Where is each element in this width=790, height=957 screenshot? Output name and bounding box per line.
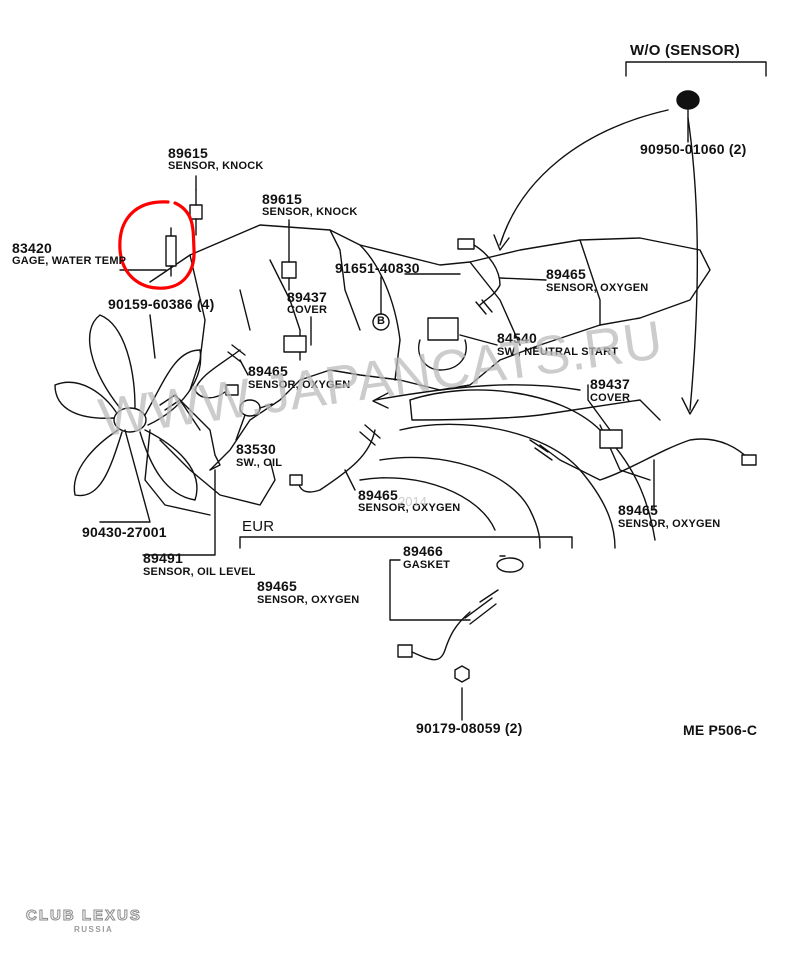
cover-right-desc: COVER xyxy=(590,392,631,404)
arrow-right xyxy=(687,117,698,411)
oxy-eur-number: 89465 xyxy=(257,578,297,594)
oxy-left-number: 89465 xyxy=(248,363,288,379)
water-temp-gage-part xyxy=(165,227,177,277)
oxy-sensor-right-part xyxy=(529,438,757,481)
cover-left-part xyxy=(283,335,307,353)
neutral-number: 84540 xyxy=(497,330,537,346)
oil-level-desc: SENSOR, OIL LEVEL xyxy=(143,566,256,578)
eur-bracket xyxy=(239,536,573,549)
club-lexus-logo: CLUB LEXUS xyxy=(26,907,142,925)
nut-number: 90179-08059 (2) xyxy=(416,720,523,736)
oxy-sensor-mid-part xyxy=(289,424,381,493)
engine-block xyxy=(149,224,711,471)
water-temp-number: 83420 xyxy=(12,240,52,256)
oxy-right-desc: SENSOR, OXYGEN xyxy=(618,518,721,530)
page-code: ME P506-C xyxy=(683,722,758,738)
knock-sensor-2-part xyxy=(281,224,297,291)
clamp-b-letter: B xyxy=(377,315,386,327)
date-stamp: 2014 xyxy=(398,494,427,509)
wo-sensor-bracket xyxy=(625,61,767,77)
knock1-desc: SENSOR, KNOCK xyxy=(168,160,264,172)
cover-right-number: 89437 xyxy=(590,376,630,392)
oil-switch-desc: SW., OIL xyxy=(236,457,283,469)
gasket-part xyxy=(496,557,524,573)
cover-right-part xyxy=(599,429,623,449)
oil-switch-number: 83530 xyxy=(236,441,276,457)
gasket-number: 89466 xyxy=(403,543,443,559)
oil-switch-part xyxy=(239,399,273,417)
bolt-number: 90159-60386 (4) xyxy=(108,296,215,312)
cover-left-desc: COVER xyxy=(287,304,328,316)
gasket-fan-number: 90430-27001 xyxy=(82,524,167,540)
clamp-number: 91651-40830 xyxy=(335,260,420,276)
knock-sensor-1-part xyxy=(189,189,203,236)
knock1-number: 89615 xyxy=(168,145,208,161)
oxy-mid-desc: SENSOR, OXYGEN xyxy=(358,502,461,514)
water-temp-desc: GAGE, WATER TEMP xyxy=(12,255,127,267)
oxy-mid-number: 89465 xyxy=(358,487,398,503)
cover-left-number: 89437 xyxy=(287,289,327,305)
plug-part-number: 90950-01060 (2) xyxy=(640,141,747,157)
oxy-sensor-left-part xyxy=(194,344,246,399)
eur-label: EUR xyxy=(242,518,275,535)
oxy-sensor-eur-part xyxy=(397,589,499,661)
oxy-sensor-top-part xyxy=(457,238,501,315)
oxy-top-number: 89465 xyxy=(546,266,586,282)
plug-part xyxy=(676,90,700,141)
neutral-start-switch-part xyxy=(418,317,467,371)
highlight-circle xyxy=(118,200,196,290)
fan xyxy=(54,314,202,501)
oxy-eur-desc: SENSOR, OXYGEN xyxy=(257,594,360,606)
knock2-number: 89615 xyxy=(262,191,302,207)
oil-level-sensor-part xyxy=(159,394,221,471)
knock2-desc: SENSOR, KNOCK xyxy=(262,206,358,218)
arrow-left xyxy=(499,109,669,246)
oil-level-number: 89491 xyxy=(143,550,183,566)
neutral-desc: SW., NEUTRAL START xyxy=(497,346,619,358)
nut-part xyxy=(454,665,470,683)
exhaust-pipe xyxy=(409,389,656,541)
gasket-desc: GASKET xyxy=(403,559,451,571)
oxy-top-desc: SENSOR, OXYGEN xyxy=(546,282,649,294)
club-lexus-sub: RUSSIA xyxy=(74,925,114,934)
wo-sensor-label: W/O (SENSOR) xyxy=(630,42,740,59)
arrow-exhaust xyxy=(374,384,581,401)
oxy-right-number: 89465 xyxy=(618,502,658,518)
oxy-left-desc: SENSOR, OXYGEN xyxy=(248,379,351,391)
